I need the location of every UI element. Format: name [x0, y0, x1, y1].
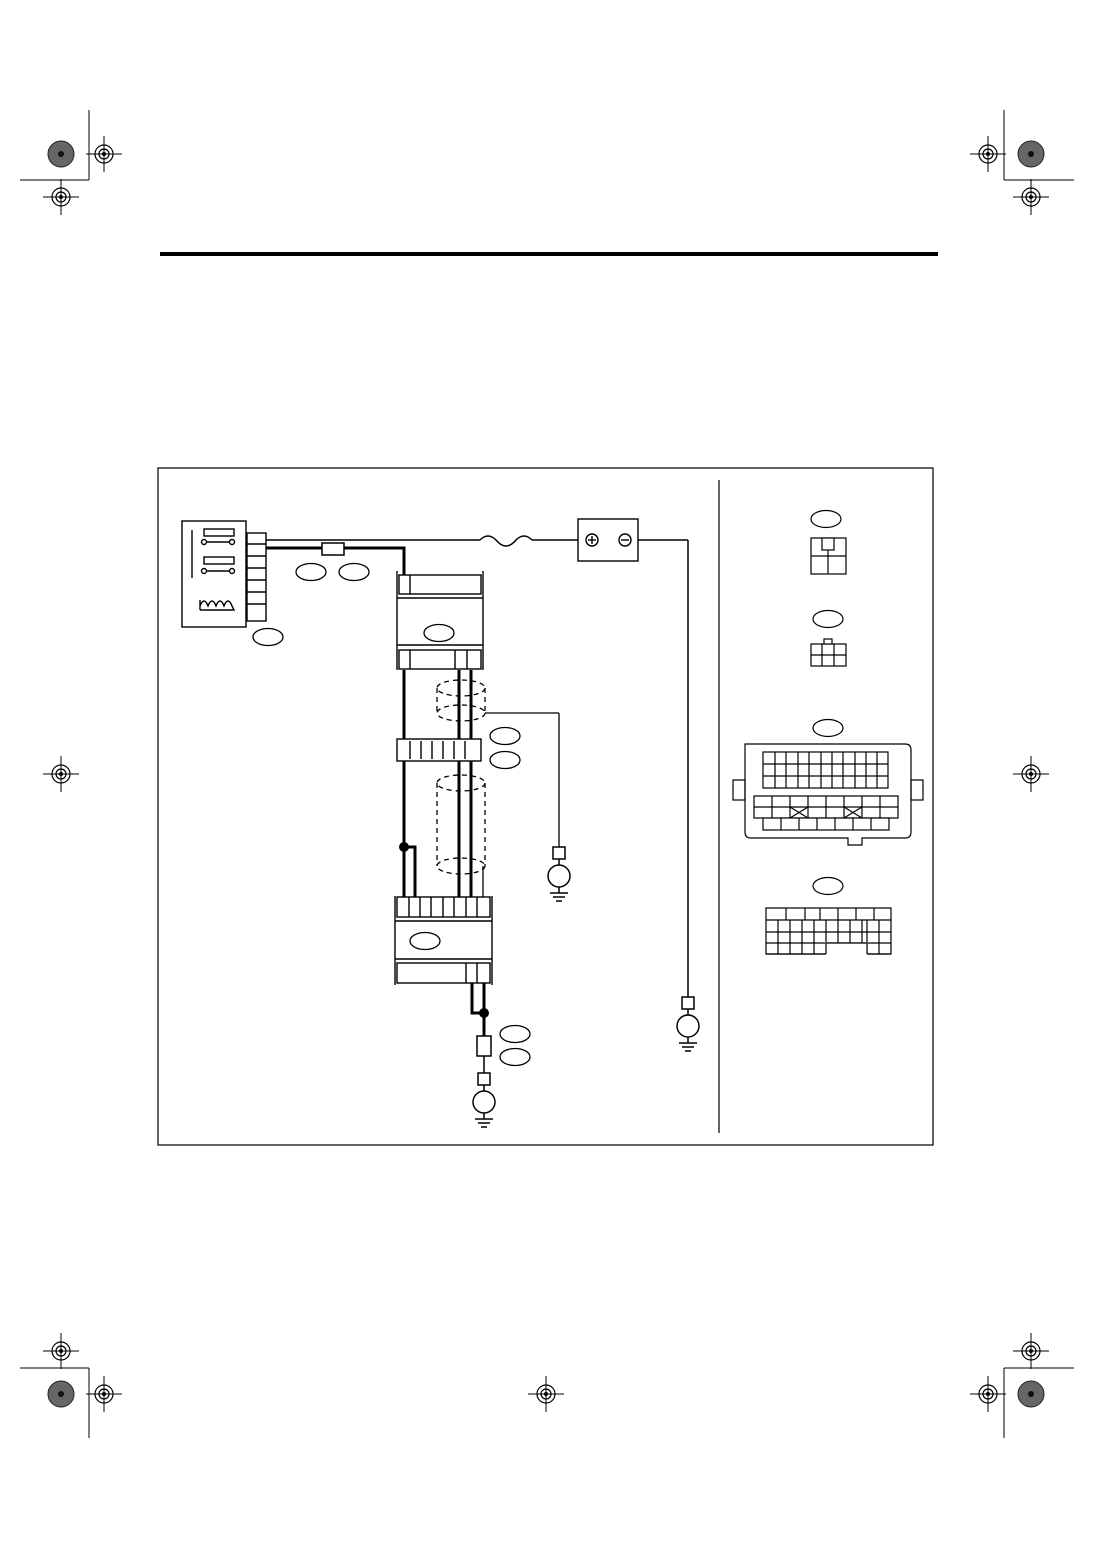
joint-connector — [396, 738, 482, 762]
splice-point — [479, 1008, 489, 1018]
battery-icon — [577, 518, 639, 562]
ground-icon — [472, 1072, 496, 1128]
ground-icon — [547, 846, 571, 902]
registration-mark-icon — [85, 1375, 123, 1413]
color-target-icon — [1017, 1380, 1045, 1408]
color-target-icon — [47, 1380, 75, 1408]
fuse-icon — [479, 535, 533, 547]
ground-wires — [470, 983, 492, 1073]
registration-mark-icon — [85, 135, 123, 173]
registration-mark-icon — [42, 178, 80, 216]
connector-label-circle — [338, 562, 370, 582]
fuse-icon — [476, 1035, 492, 1057]
connector-label-circle — [489, 750, 521, 770]
shielded-cable-icon — [436, 679, 486, 722]
shielded-cable-icon — [436, 774, 486, 875]
registration-mark-icon — [527, 1375, 565, 1413]
ground-icon — [676, 996, 700, 1052]
figure-frame — [157, 467, 934, 1146]
connector-label-circle — [409, 931, 441, 951]
splice-point — [399, 842, 409, 852]
registration-mark-icon — [1012, 1332, 1050, 1370]
connector-label-circle — [499, 1047, 531, 1067]
color-target-icon — [47, 140, 75, 168]
upper-module — [396, 571, 484, 670]
harness-wires — [402, 670, 484, 897]
wires-top — [266, 535, 689, 997]
connector-label-circle — [423, 623, 455, 643]
color-target-icon — [1017, 140, 1045, 168]
connector-label-circle — [295, 562, 327, 582]
registration-mark-icon — [1012, 178, 1050, 216]
connector-label-circle — [499, 1024, 531, 1044]
registration-mark-icon — [969, 1375, 1007, 1413]
fuse-icon — [321, 542, 345, 556]
connector-pinouts — [732, 509, 924, 956]
relay-unit — [181, 520, 267, 628]
connector-label-circle — [252, 627, 284, 647]
registration-mark-icon — [42, 1332, 80, 1370]
connector-label-circle — [489, 726, 521, 746]
registration-mark-icon — [1012, 755, 1050, 793]
registration-mark-icon — [42, 755, 80, 793]
registration-mark-icon — [969, 135, 1007, 173]
header-rule — [160, 252, 938, 256]
lower-module — [394, 896, 493, 985]
crop-marks — [20, 110, 1074, 1438]
